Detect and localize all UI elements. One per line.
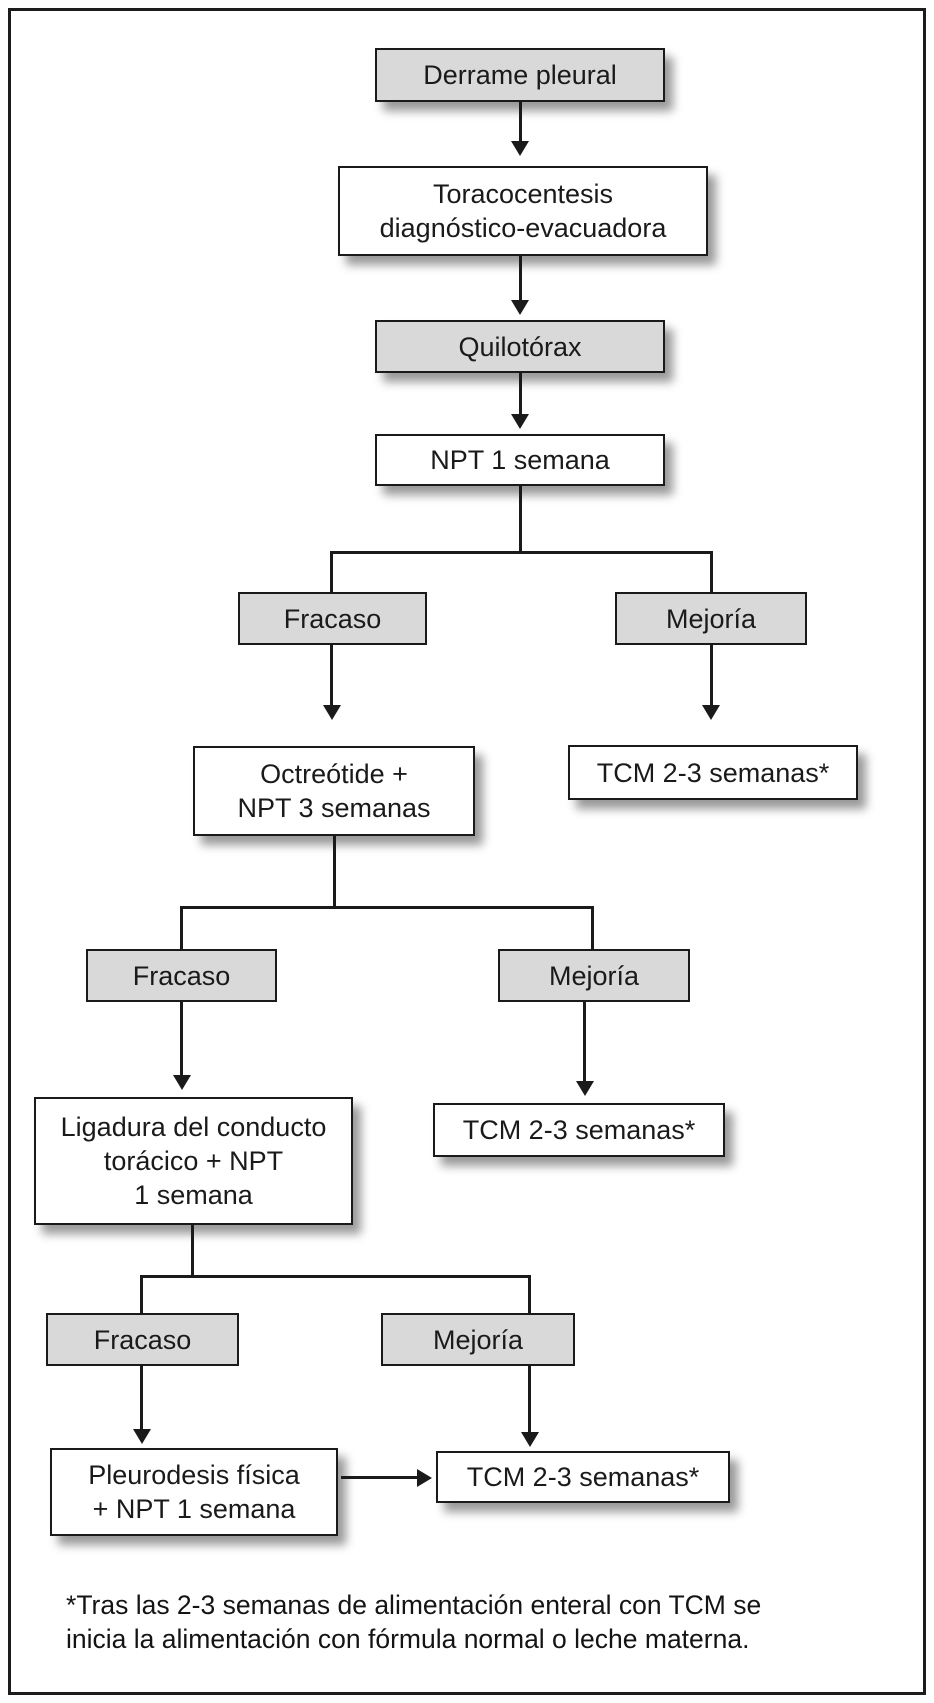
arrowhead-pleurodesis-tcm3 bbox=[417, 1468, 432, 1487]
connector-ligadura-branch-stem bbox=[191, 1225, 194, 1275]
connector-mejoria1-tcm1 bbox=[709, 645, 713, 708]
connector-branch2-left bbox=[180, 906, 183, 949]
connector-toracocentesis-quilotorax bbox=[518, 256, 522, 303]
connector-fracaso1-octreotide bbox=[330, 645, 333, 708]
node-quilotorax: Quilotórax bbox=[375, 320, 665, 373]
connector-octreotide-branch-stem bbox=[332, 836, 336, 906]
connector-branch1-right bbox=[709, 551, 713, 592]
diagram-frame bbox=[8, 8, 926, 1695]
node-tcm-3: TCM 2-3 semanas* bbox=[436, 1451, 730, 1503]
arrowhead-toracocentesis-quilotorax bbox=[511, 300, 529, 315]
arrowhead-fracaso3-pleurodesis bbox=[132, 1429, 151, 1444]
arrowhead-fracaso2-ligadura bbox=[172, 1075, 191, 1090]
connector-fracaso3-pleurodesis bbox=[140, 1366, 143, 1432]
arrowhead-fracaso1-octreotide bbox=[322, 705, 341, 720]
footnote: *Tras las 2-3 semanas de alimentación en… bbox=[66, 1590, 762, 1654]
connector-fracaso2-ligadura bbox=[180, 1002, 183, 1078]
connector-branch2-right bbox=[591, 906, 594, 949]
connector-quilotorax-npt bbox=[518, 373, 522, 417]
node-mejoria-3: Mejoría bbox=[381, 1313, 575, 1366]
connector-npt-branch-bar bbox=[330, 551, 712, 554]
arrowhead-mejoria1-tcm1 bbox=[702, 705, 720, 720]
node-fracaso-1: Fracaso bbox=[238, 592, 427, 645]
connector-mejoria3-tcm3 bbox=[528, 1366, 531, 1435]
node-ligadura: Ligadura del conducto torácico + NPT 1 s… bbox=[34, 1097, 353, 1225]
connector-pleurodesis-tcm3 bbox=[341, 1476, 417, 1479]
connector-branch3-right bbox=[528, 1275, 531, 1313]
connector-branch3-left bbox=[140, 1275, 143, 1313]
node-tcm-2: TCM 2-3 semanas* bbox=[433, 1103, 725, 1157]
node-octreotide: Octreótide + NPT 3 semanas bbox=[193, 746, 475, 836]
arrowhead-derrame-toracocentesis bbox=[511, 141, 529, 156]
arrowhead-quilotorax-npt bbox=[511, 414, 529, 429]
node-pleurodesis: Pleurodesis física + NPT 1 semana bbox=[50, 1448, 338, 1536]
node-mejoria-1: Mejoría bbox=[615, 592, 807, 645]
connector-ligadura-branch-bar bbox=[140, 1275, 531, 1278]
node-derrame-pleural: Derrame pleural bbox=[375, 48, 665, 102]
node-fracaso-2: Fracaso bbox=[86, 949, 277, 1002]
node-npt-1-semana: NPT 1 semana bbox=[375, 434, 665, 486]
connector-branch1-left bbox=[330, 551, 333, 592]
node-toracocentesis: Toracocentesis diagnóstico-evacuadora bbox=[338, 166, 708, 256]
node-mejoria-2: Mejoría bbox=[498, 949, 690, 1002]
node-fracaso-3: Fracaso bbox=[46, 1313, 239, 1366]
connector-derrame-toracocentesis bbox=[518, 102, 522, 144]
arrowhead-mejoria2-tcm2 bbox=[575, 1081, 594, 1096]
connector-npt-branch-stem bbox=[518, 486, 522, 551]
arrowhead-mejoria3-tcm3 bbox=[520, 1432, 539, 1447]
node-tcm-1: TCM 2-3 semanas* bbox=[568, 745, 858, 800]
connector-octreotide-branch-bar bbox=[180, 906, 594, 909]
connector-mejoria2-tcm2 bbox=[583, 1002, 586, 1084]
